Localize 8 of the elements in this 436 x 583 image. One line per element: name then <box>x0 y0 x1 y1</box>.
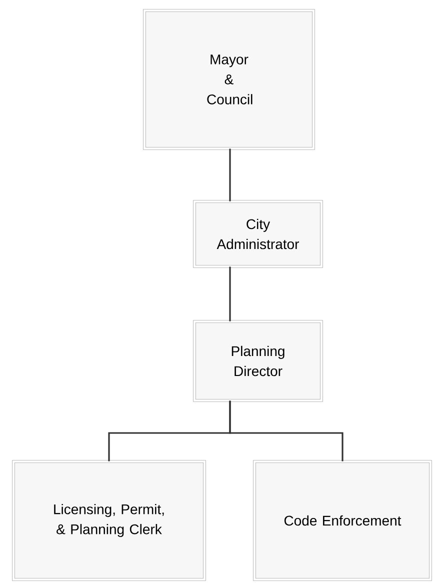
org-box: Code Enforcement <box>253 460 432 581</box>
org-box: City Administrator <box>193 200 323 268</box>
org-box: Licensing, Permit, & Planning Clerk <box>12 460 206 581</box>
connector-line <box>229 148 231 202</box>
connector-line <box>229 266 231 322</box>
org-box: Planning Director <box>193 320 323 402</box>
org-box: Mayor & Council <box>143 9 315 150</box>
connector-line <box>229 400 344 462</box>
